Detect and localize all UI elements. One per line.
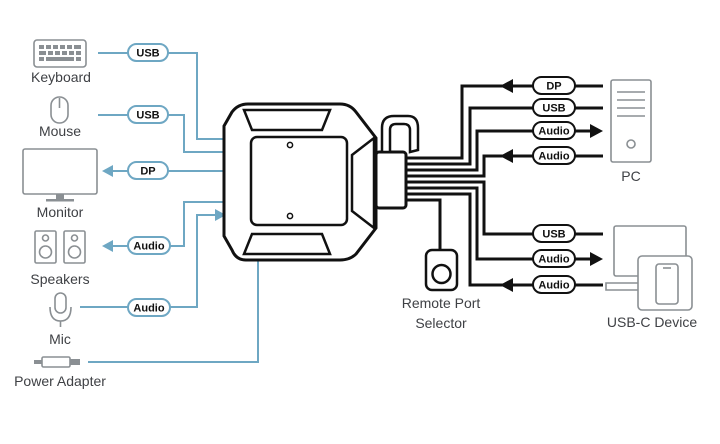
remote-port-selector: Remote Port Selector [402, 248, 481, 331]
mic-device: Mic [49, 292, 72, 347]
pc-tower-icon [610, 79, 652, 163]
monitor-icon [22, 148, 98, 202]
power-plug-icon [34, 356, 80, 368]
pc-audio-out-arrow-icon [590, 124, 603, 138]
power-wire [88, 250, 259, 363]
remote-selector-icon [424, 248, 459, 292]
speakers-device: Speakers [30, 230, 90, 287]
usbc-label: USB-C Device [607, 314, 697, 330]
pc-dp-arrow-icon [500, 79, 513, 93]
keyboard-device: Keyboard [31, 39, 91, 85]
monitor-label: Monitor [37, 204, 84, 220]
cable-hook [380, 114, 420, 154]
mouse-usb-pill: USB [127, 105, 169, 124]
kvm-switch [222, 102, 420, 262]
pc-usb-label: USB [542, 103, 565, 115]
usbc-audio-in-label: Audio [538, 254, 569, 266]
monitor-dp-pill: DP [127, 161, 169, 180]
pc-device: PC [610, 79, 652, 184]
power-label: Power Adapter [14, 373, 106, 389]
pc-dp-wire [406, 84, 512, 160]
keyboard-icon [33, 39, 87, 68]
pc-audio-in-label: Audio [538, 151, 569, 163]
mic-arrow-icon [215, 209, 226, 221]
usbc-audio-out-arrow-icon [590, 252, 603, 266]
monitor-arrow-icon [102, 165, 113, 177]
phone-icon [655, 263, 679, 305]
speakers-audio-pill: Audio [127, 236, 171, 255]
screw-icon [286, 212, 294, 220]
switch-top-panel [249, 135, 349, 227]
usbc-usb-wire [406, 180, 603, 236]
pc-audio-in-arrow-icon [500, 149, 513, 163]
left-cable-labels: USB USB DP Audio Audio [127, 43, 171, 317]
usbc-device: USB-C Device [605, 225, 697, 330]
mouse-label: Mouse [39, 123, 81, 139]
usbc-audio-out-label: Audio [538, 280, 569, 292]
keyboard-wire [98, 52, 224, 140]
speakers-arrow-icon [102, 240, 113, 252]
keyboard-label: Keyboard [31, 69, 91, 85]
mic-label: Mic [49, 331, 71, 347]
usbc-audio-in-arrow-icon [500, 278, 513, 292]
laptop-tablet-icon [605, 225, 693, 311]
remote-selector-label-line2: Selector [415, 315, 467, 331]
monitor-device: Monitor [22, 148, 98, 220]
power-device: Power Adapter [14, 356, 106, 389]
mic-wire [80, 214, 216, 308]
mic-cable-label: Audio [133, 303, 164, 315]
keyboard-usb-pill: USB [127, 43, 169, 62]
pc-dp-label: DP [546, 81, 561, 93]
pc-label: PC [621, 168, 640, 184]
pc-audio-in-wire [406, 154, 514, 178]
pc-audio-out-label: Audio [538, 126, 569, 138]
cable-bundle-connector [374, 150, 408, 210]
monitor-cable-label: DP [140, 166, 155, 178]
usbc-usb-label: USB [542, 229, 565, 241]
mouse-cable-label: USB [136, 110, 159, 122]
mic-icon [49, 292, 72, 327]
speakers-icon [34, 230, 86, 264]
screw-icon [286, 141, 294, 149]
speakers-cable-label: Audio [133, 241, 164, 253]
right-cable-labels: DP USB Audio Audio USB Audio Audio [532, 76, 576, 294]
keyboard-cable-label: USB [136, 48, 159, 60]
mic-audio-pill: Audio [127, 298, 171, 317]
speakers-label: Speakers [30, 271, 89, 287]
usbc-audio-in-wire [406, 192, 514, 287]
remote-selector-wire [406, 198, 442, 250]
mouse-device: Mouse [39, 96, 81, 139]
remote-selector-label-line1: Remote Port [402, 295, 481, 311]
mouse-icon [50, 96, 69, 124]
